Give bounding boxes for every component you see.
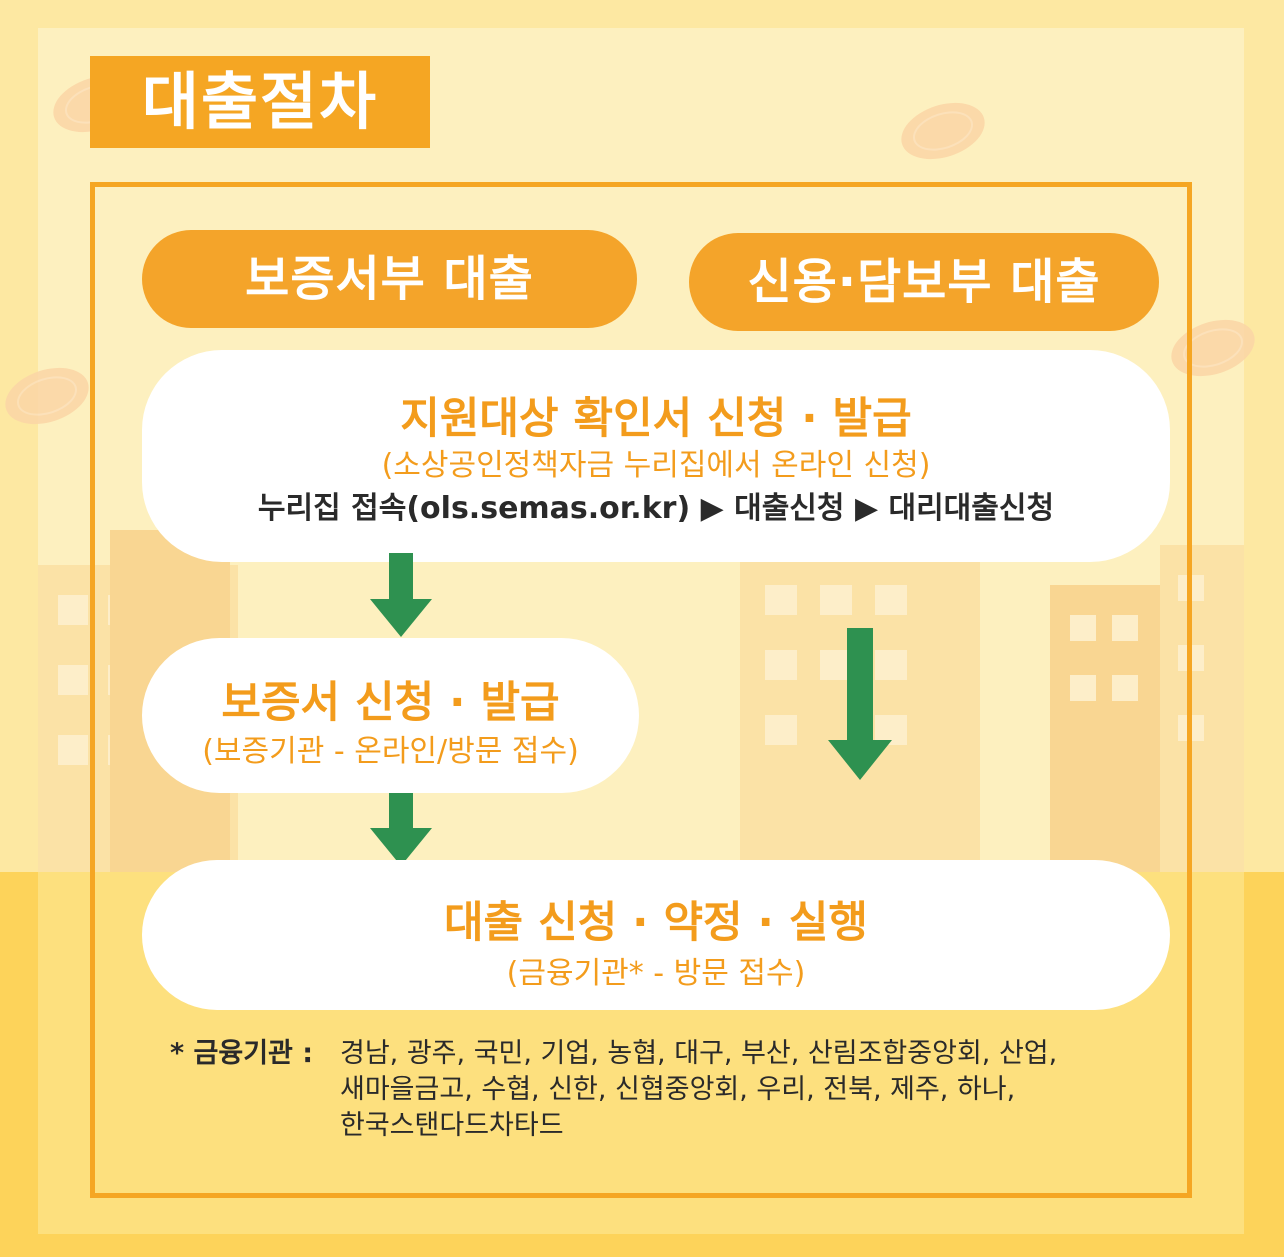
footnote-line: 새마을금고, 수협, 신한, 신협중앙회, 우리, 전북, 제주, 하나,: [340, 1072, 1160, 1108]
arrow-down-icon: [370, 553, 432, 639]
footnote-body: 경남, 광주, 국민, 기업, 농협, 대구, 부산, 산림조합중앙회, 산업,…: [340, 1036, 1160, 1144]
step1-description: 누리집 접속(ols.semas.or.kr) ▶ 대출신청 ▶ 대리대출신청: [142, 483, 1170, 527]
footnote-label: * 금융기관 :: [170, 1036, 313, 1072]
arrow-down-icon: [828, 628, 892, 782]
step3-title: 대출 신청 · 약정 · 실행: [142, 888, 1170, 950]
arrow-down-icon: [370, 790, 432, 868]
step3-card: 대출 신청 · 약정 · 실행 (금융기관* - 방문 접수): [142, 860, 1170, 1010]
footnote-line: 한국스탠다드차타드: [340, 1108, 1160, 1144]
step3-subtitle: (금융기관* - 방문 접수): [142, 948, 1170, 992]
track-left-label: 보증서부 대출: [142, 230, 637, 328]
step2-title: 보증서 신청 · 발급: [142, 668, 639, 730]
footnote-line: 경남, 광주, 국민, 기업, 농협, 대구, 부산, 산림조합중앙회, 산업,: [340, 1036, 1160, 1072]
step1-subtitle: (소상공인정책자금 누리집에서 온라인 신청): [142, 440, 1170, 484]
page-title: 대출절차: [90, 56, 430, 148]
step2-subtitle: (보증기관 - 온라인/방문 접수): [142, 726, 639, 770]
track-right-label: 신용·담보부 대출: [689, 233, 1159, 331]
step1-card: 지원대상 확인서 신청 · 발급 (소상공인정책자금 누리집에서 온라인 신청)…: [142, 350, 1170, 562]
step2-card: 보증서 신청 · 발급 (보증기관 - 온라인/방문 접수): [142, 638, 639, 793]
step1-title: 지원대상 확인서 신청 · 발급: [142, 384, 1170, 446]
